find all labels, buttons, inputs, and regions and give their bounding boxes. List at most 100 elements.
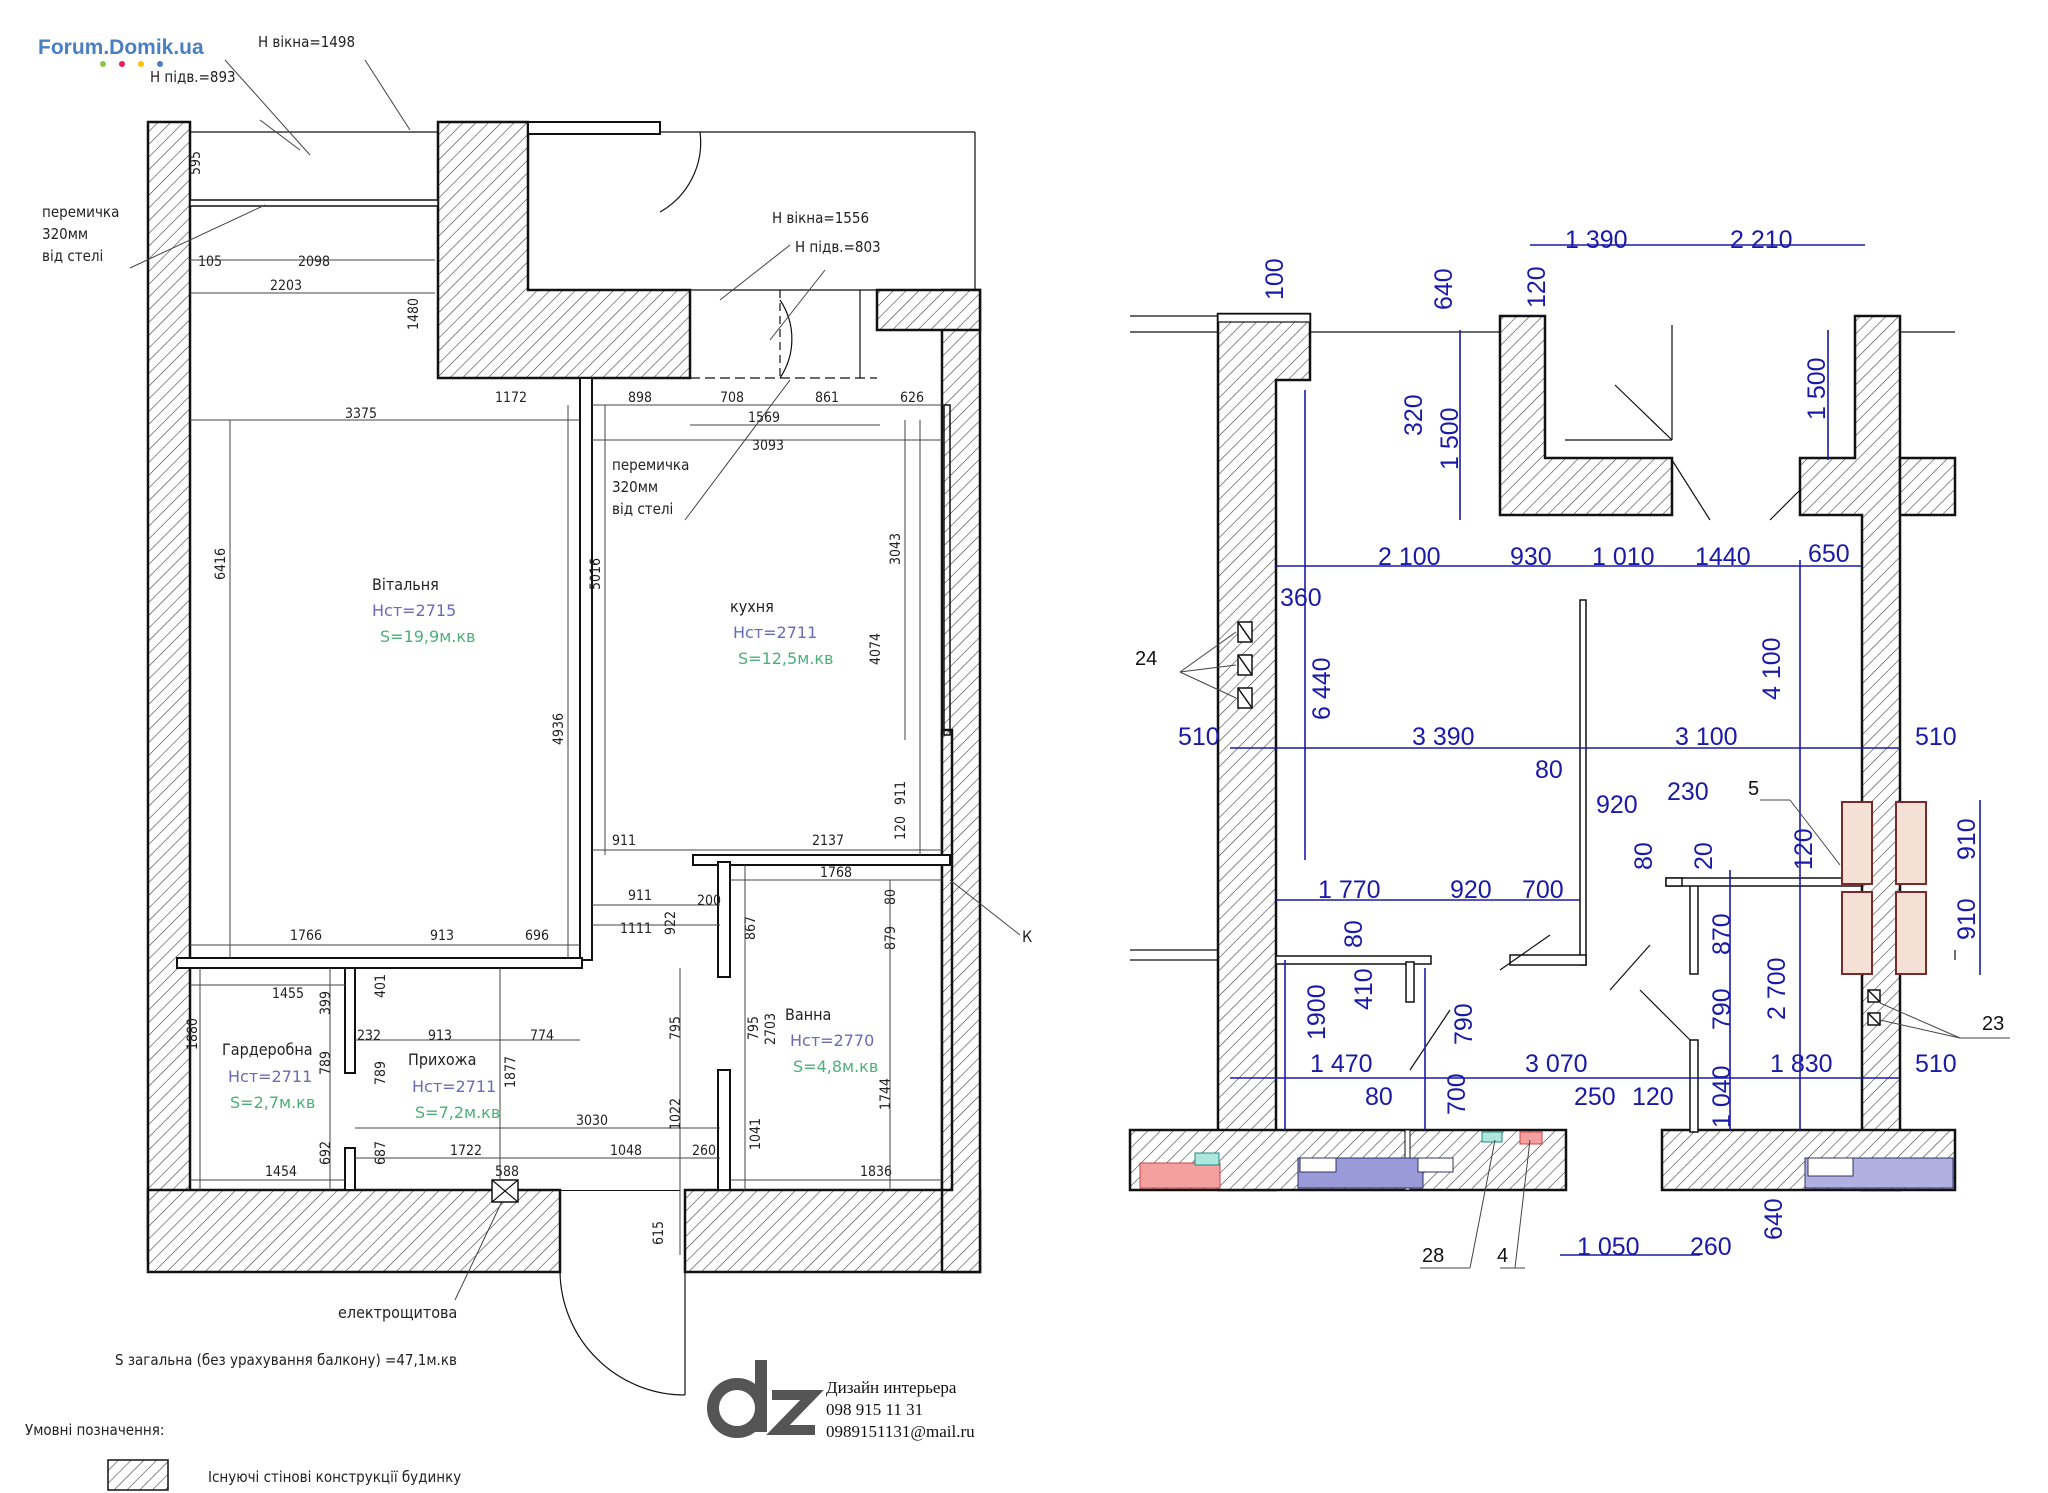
svg-text:910: 910 [1953,898,1981,940]
svg-text:1744: 1744 [878,1078,894,1110]
svg-text:911: 911 [612,833,636,849]
svg-text:4074: 4074 [868,633,884,665]
svg-text:1048: 1048 [610,1143,642,1159]
svg-text:410: 410 [1350,968,1378,1010]
svg-text:774: 774 [530,1028,554,1044]
svg-text:913: 913 [428,1028,452,1044]
svg-text:1 050: 1 050 [1577,1233,1640,1261]
svg-text:2 100: 2 100 [1378,543,1441,571]
svg-text:320мм: 320мм [42,225,88,243]
r-wall-right-ext [1898,456,1957,517]
svg-text:3 100: 3 100 [1675,723,1738,751]
svg-text:911: 911 [628,888,652,904]
svg-text:80: 80 [1630,842,1658,870]
svg-text:Н вікна=1556: Н вікна=1556 [772,209,869,227]
svg-text:перемичка: перемичка [612,456,689,474]
r-wall-left [1216,312,1312,1192]
svg-text:80: 80 [1535,756,1563,784]
watermark: Forum.Domik.ua [38,36,204,67]
wall-top-right [875,288,982,332]
svg-text:28: 28 [1422,1245,1444,1267]
svg-text:від стелі: від стелі [612,500,673,518]
svg-text:105: 105 [198,254,222,270]
room-name-bath: Ванна [785,1005,831,1024]
svg-text:510: 510 [1178,723,1220,751]
svg-text:від стелі: від стелі [42,247,103,265]
svg-text:1836: 1836 [860,1164,892,1180]
svg-text:1 470: 1 470 [1310,1050,1373,1078]
svg-text:S=12,5м.кв: S=12,5м.кв [738,649,833,668]
svg-text:1041: 1041 [748,1118,764,1150]
svg-text:879: 879 [883,926,899,950]
right-plan [1128,244,2010,1269]
svg-text:2 700: 2 700 [1763,957,1791,1020]
svg-text:260: 260 [1690,1233,1732,1261]
svg-text:595: 595 [188,151,204,175]
svg-text:1440: 1440 [1695,543,1751,571]
left-dimensions: 595 105 2098 2203 1480 1172 898 708 861 … [185,151,924,1245]
svg-text:6416: 6416 [213,548,229,580]
svg-text:1455: 1455 [272,986,304,1002]
room-name-kitchen: кухня [730,597,774,616]
svg-text:1 500: 1 500 [1803,357,1831,420]
svg-text:3 390: 3 390 [1412,723,1475,751]
svg-text:922: 922 [663,911,679,935]
svg-text:1 500: 1 500 [1436,407,1464,470]
svg-text:24: 24 [1135,648,1157,670]
svg-text:23: 23 [1982,1013,2004,1035]
wall-central-block [436,120,692,380]
wall-right-inner [940,728,954,1192]
svg-text:3043: 3043 [888,533,904,565]
svg-text:930: 930 [1510,543,1552,571]
svg-text:867: 867 [743,916,759,940]
svg-text:1768: 1768 [820,865,852,881]
svg-text:S=7,2м.кв: S=7,2м.кв [415,1103,500,1122]
brand-line3: 0989151131@mail.ru [826,1422,975,1441]
left-plan [107,59,1021,1491]
svg-text:20: 20 [1690,842,1718,870]
svg-text:перемичка: перемичка [42,203,119,221]
svg-text:700: 700 [1522,876,1564,904]
svg-text:Нст=2711: Нст=2711 [228,1067,312,1086]
wall-bottom-right [683,1188,982,1274]
total-area: S загальна (без урахування балкону) =47,… [115,1351,457,1369]
svg-text:920: 920 [1596,791,1638,819]
svg-text:1880: 1880 [185,1018,201,1050]
svg-text:120: 120 [1523,266,1551,308]
svg-text:120: 120 [893,816,909,840]
svg-text:2137: 2137 [812,833,844,849]
svg-text:80: 80 [1365,1083,1393,1111]
svg-text:795: 795 [746,1016,762,1040]
svg-text:790: 790 [1450,1003,1478,1045]
svg-text:795: 795 [668,1016,684,1040]
svg-text:1022: 1022 [668,1098,684,1130]
legend-item: Існуючі стінові конструкції будинку [208,1468,461,1486]
svg-text:861: 861 [815,390,839,406]
partition-living-bottom [176,957,583,969]
svg-text:320: 320 [1400,394,1428,436]
svg-text:1 010: 1 010 [1592,543,1655,571]
svg-text:5016: 5016 [588,558,604,590]
svg-text:510: 510 [1915,723,1957,751]
svg-text:6 440: 6 440 [1308,657,1336,720]
note-h-window: Н вікна=1498 [258,33,355,51]
svg-text:650: 650 [1808,540,1850,568]
svg-text:1172: 1172 [495,390,527,406]
svg-text:692: 692 [318,1141,334,1165]
r-wall-center [1498,314,1674,517]
svg-text:360: 360 [1280,584,1322,612]
room-name-wardrobe: Гардеробна [222,1040,313,1059]
svg-text:687: 687 [373,1141,389,1165]
svg-text:615: 615 [651,1221,667,1245]
svg-text:911: 911 [893,781,909,805]
svg-text:789: 789 [318,1051,334,1075]
svg-text:1569: 1569 [748,410,780,426]
svg-text:588: 588 [495,1164,519,1180]
svg-text:640: 640 [1760,1198,1788,1240]
svg-text:Нст=2711: Нст=2711 [733,623,817,642]
brand-line1: Дизайн интерьера [826,1378,957,1397]
svg-text:2 210: 2 210 [1730,226,1793,254]
wall-left-outer [146,120,192,1262]
right-dimensions: 1 390 2 210 100 640 120 320 1 500 1 500 … [1178,226,1981,1261]
